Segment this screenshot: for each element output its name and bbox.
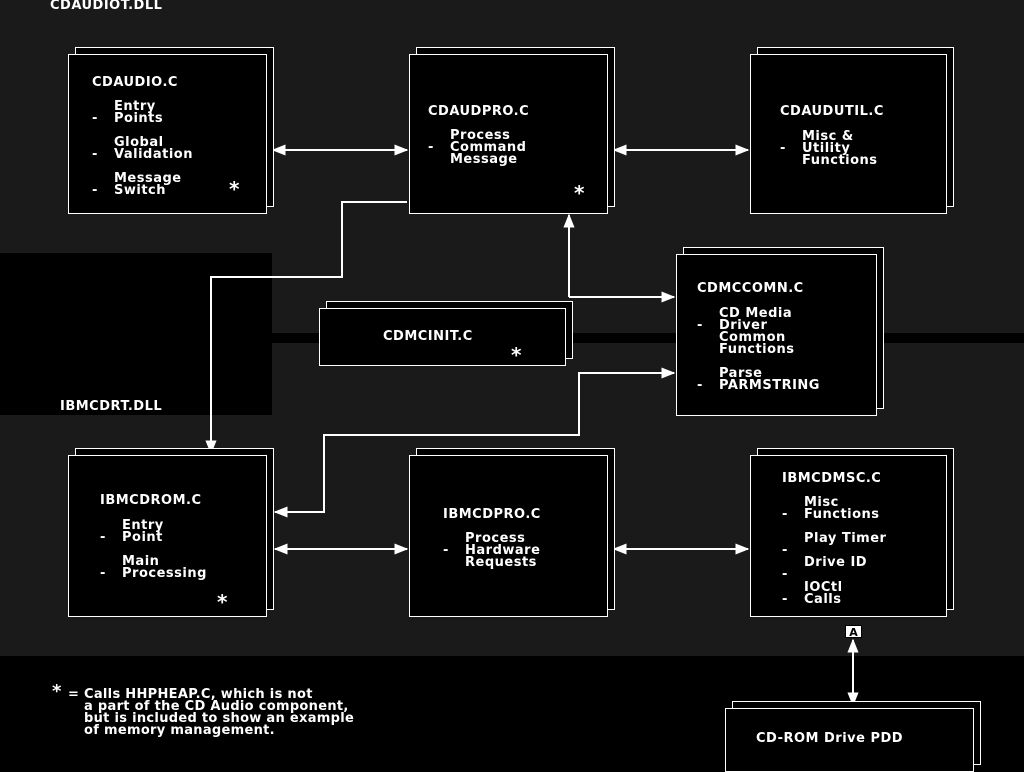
- bullet-dash: -: [782, 592, 788, 607]
- bullet-text: Process Hardware Requests: [465, 531, 541, 570]
- footnote-line: = Calls HHPHEAP.C, which is not: [68, 687, 313, 702]
- ibmcdpro-title: IBMCDPRO.C: [443, 507, 541, 522]
- bullet-dash: -: [428, 140, 434, 155]
- cdmcinit-title: CDMCINIT.C: [383, 329, 473, 344]
- ibmcdmsc-box: IBMCDMSC.C - Misc Functions - Play Timer…: [750, 455, 947, 617]
- region-gap: [0, 253, 272, 415]
- bullet-text: Drive ID: [804, 555, 868, 570]
- bullet-text: Entry Points: [114, 99, 164, 126]
- cdmccomn-box: CDMCCOMN.C - CD Media Driver Common Func…: [676, 254, 877, 416]
- bullet-text: Entry Point: [122, 518, 164, 545]
- ibmcdmsc-title: IBMCDMSC.C: [782, 471, 882, 486]
- bullet-text: Main Processing: [122, 554, 207, 581]
- connector-cdaudpro-ibmcdrom: [205, 201, 407, 455]
- ibmcdrom-title: IBMCDROM.C: [100, 493, 202, 508]
- ibmcdmsc-bullet-timer: - Play Timer: [782, 532, 886, 581]
- cdaudpro-star: *: [574, 181, 585, 205]
- ibmcdrom-bullet-entry: - Entry Point: [100, 519, 163, 568]
- ibmcdrom-bullet-main: - Main Processing: [100, 555, 206, 604]
- connector-marker-a: A: [845, 625, 862, 639]
- cdmcinit-box: CDMCINIT.C *: [319, 308, 566, 367]
- bullet-dash: -: [92, 147, 98, 162]
- connector-ibmcdrom-cdmccomn: [273, 367, 676, 518]
- bullet-dash: -: [100, 530, 106, 545]
- bullet-dash: -: [782, 567, 788, 582]
- cdaudio-star: *: [229, 177, 240, 201]
- ibmcdrom-box: IBMCDROM.C - Entry Point - Main Processi…: [68, 455, 267, 617]
- cdrom-pdd-title: CD-ROM Drive PDD: [756, 731, 904, 746]
- bullet-dash: -: [443, 543, 449, 558]
- bullet-text: CD Media Driver Common Functions: [719, 306, 795, 357]
- bullet-dash: -: [782, 507, 788, 522]
- ibmcdmsc-bullet-misc: - Misc Functions: [782, 496, 879, 545]
- footnote-line: a part of the CD Audio component,: [84, 699, 349, 714]
- cdaudutil-bullet-misc: - Misc & Utility Functions: [780, 130, 877, 179]
- bullet-dash: -: [697, 378, 703, 393]
- bullet-dash: -: [92, 111, 98, 126]
- bullet-text: Play Timer: [804, 531, 887, 546]
- bullet-text: Process Command Message: [450, 128, 527, 167]
- bullet-dash: -: [780, 141, 786, 156]
- cdmccomn-bullet-common: - CD Media Driver Common Functions: [697, 307, 794, 356]
- cdaudio-box: CDAUDIO.C - Entry Points - Global Valida…: [68, 54, 267, 214]
- footnote-line: of memory management.: [84, 723, 275, 738]
- footnote-line: but is included to show an example: [84, 711, 355, 726]
- cdaudio-bullet-validation: - Global Validation: [92, 136, 192, 185]
- cdaudpro-box: CDAUDPRO.C - Process Command Message *: [409, 54, 608, 214]
- cdaudio-bullet-switch: - Message Switch: [92, 172, 181, 221]
- bullet-text: Global Validation: [114, 135, 193, 162]
- ibmcdpro-box: IBMCDPRO.C - Process Hardware Requests: [409, 455, 608, 617]
- cdmccomn-bullet-parse: - Parse PARMSTRING: [697, 367, 819, 416]
- footnote-star: *: [52, 681, 62, 702]
- cdaudpro-title: CDAUDPRO.C: [428, 104, 530, 119]
- bullet-text: IOCtl Calls: [804, 580, 843, 607]
- bullet-dash: -: [782, 543, 788, 558]
- bullet-text: Parse PARMSTRING: [719, 366, 820, 393]
- cdmcinit-star: *: [511, 343, 522, 367]
- ibmcdrt-dll-label: IBMCDRT.DLL: [60, 399, 163, 414]
- bullet-dash: -: [100, 566, 106, 581]
- ibmcdmsc-bullet-ioctl: - IOCtl Calls: [782, 581, 842, 630]
- cdaudutil-title: CDAUDUTIL.C: [780, 104, 884, 119]
- bullet-dash: -: [697, 318, 703, 333]
- cdaudutil-box: CDAUDUTIL.C - Misc & Utility Functions: [750, 54, 947, 214]
- cdaudio-title: CDAUDIO.C: [92, 75, 178, 90]
- bullet-text: Misc Functions: [804, 495, 880, 522]
- bullet-text: Misc & Utility Functions: [802, 129, 878, 168]
- cdaudiot-dll-label: CDAUDIOT.DLL: [50, 0, 163, 13]
- bullet-text: Message Switch: [114, 171, 182, 198]
- cdaudio-bullet-entry: - Entry Points: [92, 100, 163, 149]
- cdrom-pdd-box: CD-ROM Drive PDD: [725, 708, 974, 772]
- ibmcdpro-bullet-process: - Process Hardware Requests: [443, 532, 540, 581]
- ibmcdrom-star: *: [217, 590, 228, 614]
- cdmccomn-title: CDMCCOMN.C: [697, 281, 804, 296]
- bullet-dash: -: [92, 183, 98, 198]
- ibmcdmsc-bullet-drive: - Drive ID: [782, 556, 867, 605]
- cdaudpro-bullet-process: - Process Command Message: [428, 129, 526, 178]
